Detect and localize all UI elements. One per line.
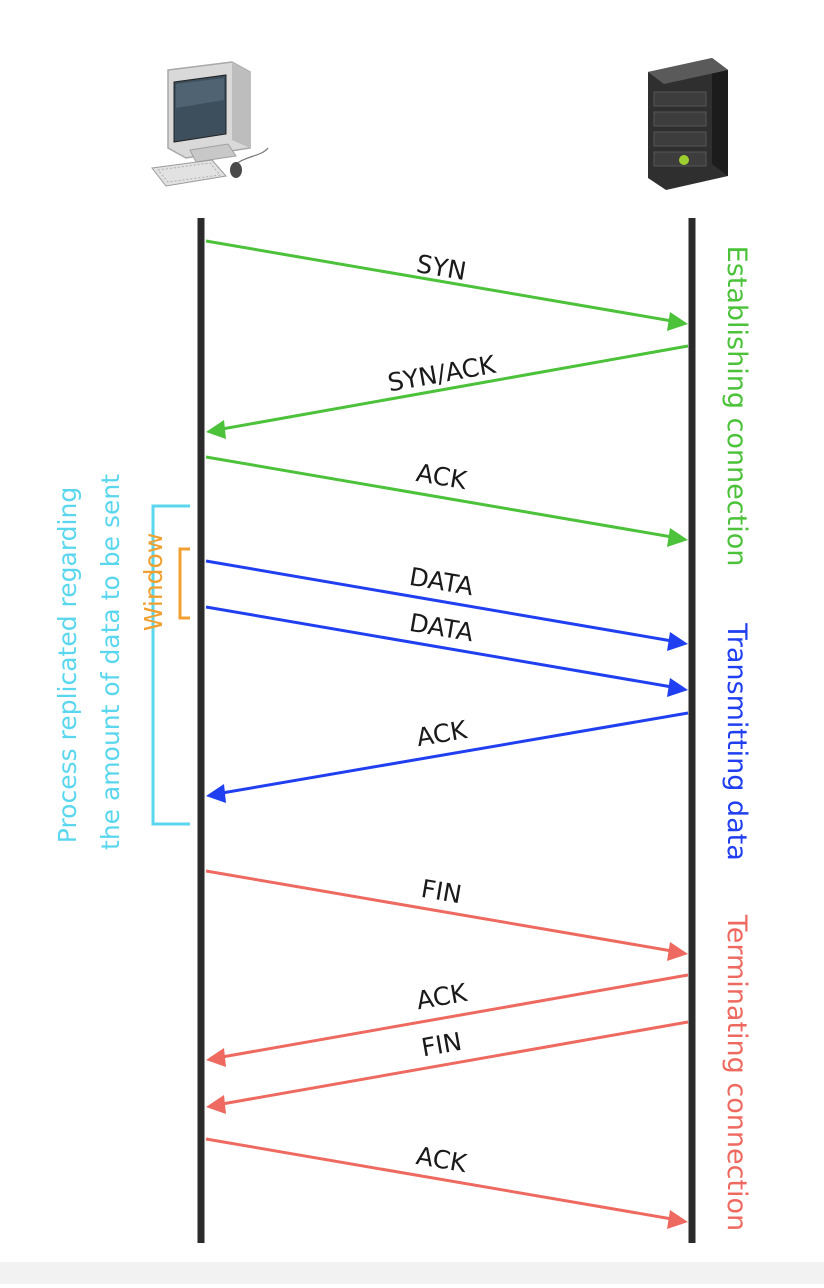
message-label: ACK xyxy=(414,1141,469,1178)
desktop-computer-icon xyxy=(151,61,269,187)
message-label: ACK xyxy=(414,715,469,752)
message-ack-final: ACK xyxy=(205,1137,688,1229)
message-syn-ack: SYN/ACK xyxy=(206,344,689,439)
process-note-line2: the amount of data to be sent xyxy=(96,474,125,850)
message-label: DATA xyxy=(407,562,475,601)
process-note-line1: Process replicated regarding xyxy=(53,487,82,843)
window-bracket xyxy=(178,547,190,620)
message-ack-handshake: ACK xyxy=(205,455,688,547)
phase-label-establish: Establishing connection xyxy=(721,246,752,567)
message-data-2: DATA xyxy=(205,605,688,697)
window-label: Window xyxy=(139,533,168,632)
message-fin-server: FIN xyxy=(206,1020,689,1114)
message-label: FIN xyxy=(419,874,464,909)
bottom-strip xyxy=(0,1262,824,1284)
message-label: FIN xyxy=(419,1027,464,1063)
message-label: SYN xyxy=(414,249,468,286)
phase-label-transmit: Transmitting data xyxy=(721,622,752,860)
message-label: ACK xyxy=(414,978,469,1015)
message-syn: SYN xyxy=(205,239,688,331)
message-label: ACK xyxy=(414,458,469,495)
message-label: DATA xyxy=(407,608,475,647)
server-tower-icon xyxy=(648,58,728,190)
phase-label-terminate: Terminating connection xyxy=(721,914,752,1231)
message-ack-data: ACK xyxy=(206,711,689,803)
message-fin-client: FIN xyxy=(205,869,688,961)
process-bracket xyxy=(151,504,190,826)
